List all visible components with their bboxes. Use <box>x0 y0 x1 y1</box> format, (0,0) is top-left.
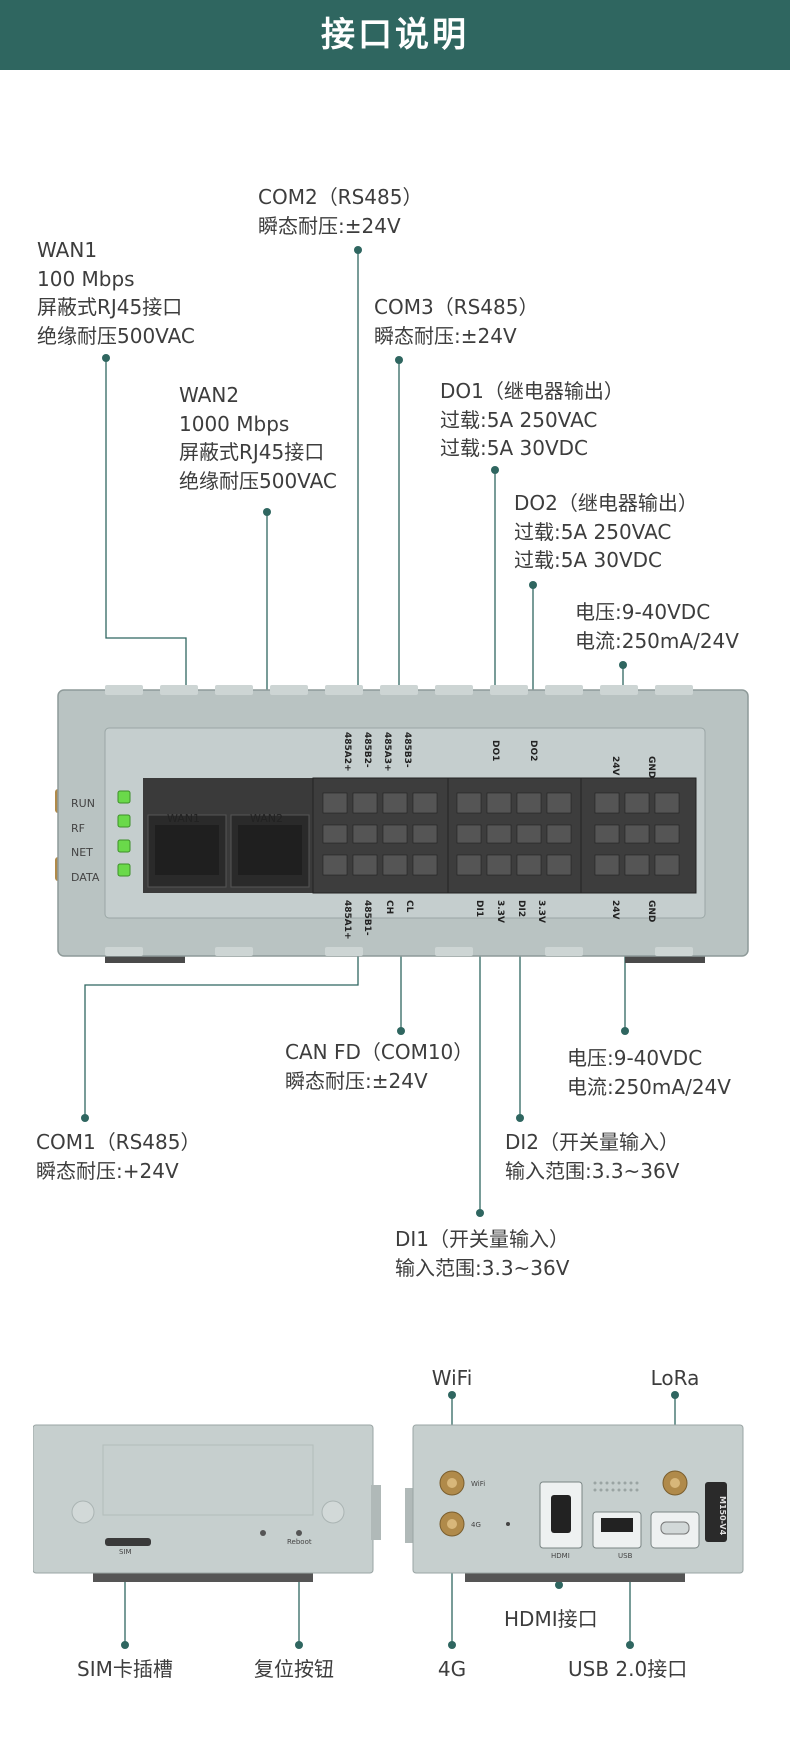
wan1-title: WAN1 <box>37 238 98 262</box>
device-side-right <box>405 1424 744 1582</box>
model-label: M150-V4 <box>718 1496 727 1536</box>
pin-do1: DO1 <box>490 740 500 762</box>
pin-485b2: 485B2- <box>362 732 372 768</box>
di1-title: DI1（开关量输入） <box>395 1227 570 1251</box>
wan2-speed: 1000 Mbps <box>179 411 290 436</box>
pin-33v-a: 3.3V <box>495 900 505 923</box>
do2-label: DO2（继电器输出） 过载:5A 250VAC 过载:5A 30VDC <box>514 489 698 575</box>
do1-dc: 过载:5A 30VDC <box>440 436 588 460</box>
pin-cl: CL <box>404 900 414 913</box>
pin-24v-bottom: 24V <box>610 900 620 920</box>
usb-label: USB 2.0接口 <box>568 1657 688 1681</box>
pin-33v-b: 3.3V <box>536 900 546 923</box>
header-banner: 接口说明 <box>0 0 790 70</box>
wan1-speed: 100 Mbps <box>37 266 135 291</box>
wan1-label: WAN1 100 Mbps 屏蔽式RJ45接口 绝缘耐压500VAC <box>37 236 195 350</box>
com2-title: COM2（RS485） <box>258 185 423 209</box>
wan1-isolation: 绝缘耐压500VAC <box>37 323 195 348</box>
power-bottom-current: 电流:250mA/24V <box>567 1074 731 1099</box>
com2-voltage: 瞬态耐压:±24V <box>258 213 401 238</box>
pin-485b1: 485B1- <box>362 900 372 936</box>
power-top-voltage: 电压:9-40VDC <box>575 600 711 624</box>
sim-label: SIM卡插槽 <box>77 1657 173 1681</box>
g4-label: 4G <box>437 1657 467 1681</box>
page-title: 接口说明 <box>321 15 469 55</box>
usb-port-label: USB <box>618 1552 633 1560</box>
reset-label: 复位按钮 <box>254 1657 334 1681</box>
do1-title: DO1（继电器输出） <box>440 379 624 403</box>
di1-label: DI1（开关量输入） 输入范围:3.3~36V <box>395 1225 569 1282</box>
wan2-title: WAN2 <box>179 383 240 407</box>
com3-label: COM3（RS485） 瞬态耐压:±24V <box>374 293 538 350</box>
pin-gnd-top: GND <box>646 756 656 779</box>
wan1-type: 屏蔽式RJ45接口 <box>37 295 183 319</box>
hdmi-port-label: HDMI <box>551 1552 570 1560</box>
can-voltage: 瞬态耐压:±24V <box>285 1068 428 1093</box>
pin-ch: CH <box>384 900 394 915</box>
com1-label: COM1（RS485） 瞬态耐压:+24V <box>36 1128 200 1185</box>
pin-do2: DO2 <box>528 740 538 762</box>
di2-title: DI2（开关量输入） <box>505 1130 680 1154</box>
pin-di1: DI1 <box>474 900 484 918</box>
power-top-current: 电流:250mA/24V <box>575 628 739 653</box>
wan2-type: 屏蔽式RJ45接口 <box>179 440 325 464</box>
power-top-label: 电压:9-40VDC 电流:250mA/24V <box>575 598 739 655</box>
led-label-net: NET <box>71 846 93 859</box>
com3-title: COM3（RS485） <box>374 295 539 319</box>
power-bottom-label: 电压:9-40VDC 电流:250mA/24V <box>567 1044 731 1101</box>
led-label-rf: RF <box>71 822 85 835</box>
di2-range: 输入范围:3.3~36V <box>505 1158 680 1183</box>
wan2-label: WAN2 1000 Mbps 屏蔽式RJ45接口 绝缘耐压500VAC <box>179 381 337 495</box>
led-label-data: DATA <box>71 871 100 884</box>
can-title: CAN FD（COM10） <box>285 1040 474 1064</box>
pin-24v-top: 24V <box>610 756 620 776</box>
do2-ac: 过载:5A 250VAC <box>514 519 672 544</box>
com3-voltage: 瞬态耐压:±24V <box>374 323 517 348</box>
port-label-wan1: WAN1 <box>167 812 201 825</box>
do2-title: DO2（继电器输出） <box>514 491 698 515</box>
pin-di2: DI2 <box>516 900 526 918</box>
wifi-antenna-label: WiFi <box>471 1480 486 1488</box>
device-side-left <box>33 1424 381 1582</box>
wan2-isolation: 绝缘耐压500VAC <box>179 468 337 493</box>
do1-ac: 过载:5A 250VAC <box>440 407 598 432</box>
led-label-run: RUN <box>71 797 95 810</box>
wifi-label: WiFi <box>431 1366 473 1390</box>
hdmi-label: HDMI接口 <box>504 1607 598 1631</box>
reset-button-label: Reboot <box>287 1538 312 1546</box>
pin-485a3: 485A3+ <box>382 732 392 772</box>
com2-label: COM2（RS485） 瞬态耐压:±24V <box>258 183 422 240</box>
lora-label: LoRa <box>650 1366 700 1390</box>
do2-dc: 过载:5A 30VDC <box>514 548 662 572</box>
sim-slot-label: SIM <box>119 1548 132 1556</box>
pin-485a1: 485A1+ <box>342 900 352 940</box>
can-label: CAN FD（COM10） 瞬态耐压:±24V <box>285 1038 473 1095</box>
pin-gnd-bottom: GND <box>646 900 656 923</box>
g4-antenna-label: 4G <box>471 1521 481 1529</box>
pin-485a2: 485A2+ <box>342 732 352 772</box>
port-label-wan2: WAN2 <box>250 812 284 825</box>
pin-485b3: 485B3- <box>402 732 412 768</box>
com1-title: COM1（RS485） <box>36 1130 201 1154</box>
power-bottom-voltage: 电压:9-40VDC <box>567 1046 703 1070</box>
com1-voltage: 瞬态耐压:+24V <box>36 1158 179 1183</box>
di2-label: DI2（开关量输入） 输入范围:3.3~36V <box>505 1128 679 1185</box>
di1-range: 输入范围:3.3~36V <box>395 1255 570 1280</box>
device-front <box>55 685 749 963</box>
do1-label: DO1（继电器输出） 过载:5A 250VAC 过载:5A 30VDC <box>440 377 624 463</box>
